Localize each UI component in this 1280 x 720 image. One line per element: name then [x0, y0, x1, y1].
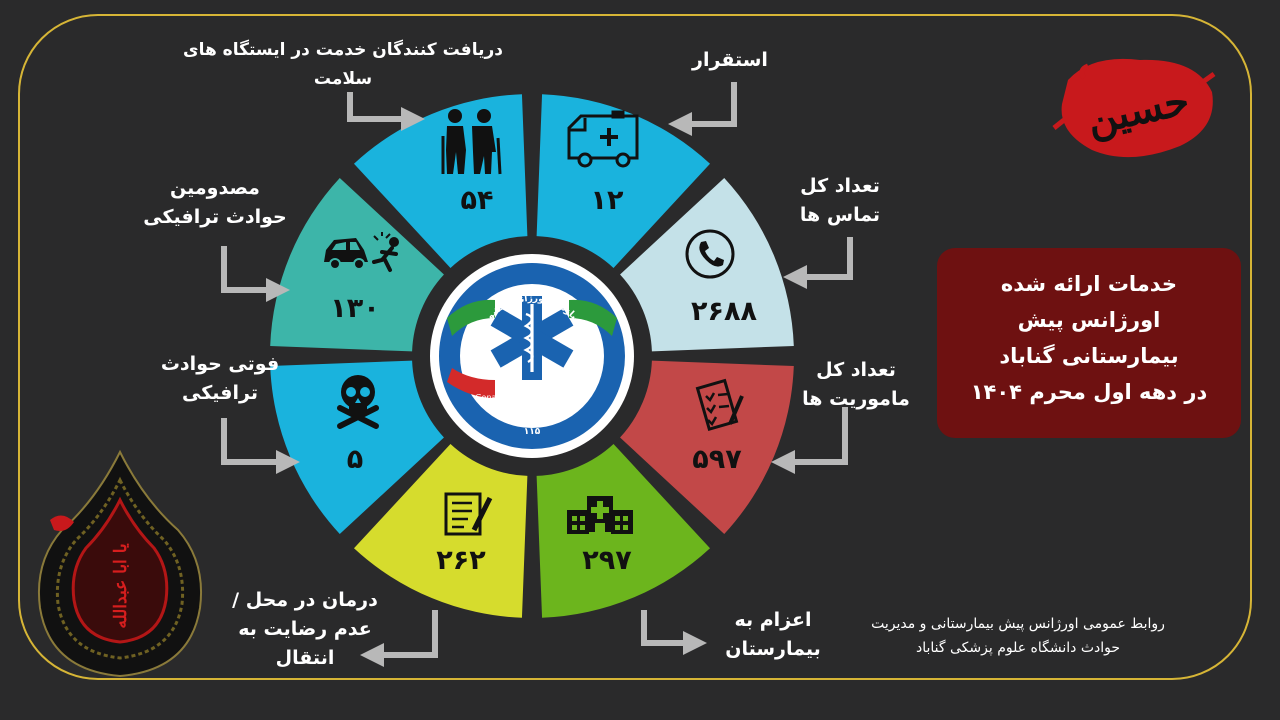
arrow-onsite: [360, 610, 438, 667]
wheel-segment-total-missions: [620, 360, 794, 535]
label-calls-line1: تعداد کل: [800, 175, 880, 197]
number-onsite-treatment: ۲۶۲: [436, 545, 486, 576]
label-hospital-line2: بیمارستان: [725, 638, 821, 660]
label-traffic-injured: مصدومین حوادث ترافیکی: [130, 174, 300, 232]
label-onsite-line3: انتقال: [275, 647, 335, 669]
arrows: [221, 82, 853, 667]
wheel-segment-traffic-deaths: [270, 360, 444, 535]
footer-line1: روابط عمومی اورژانس پیش بیمارستانی و مدی…: [871, 616, 1165, 632]
logo-green-stripe: [447, 299, 495, 336]
label-onsite-line1: درمان در محل /: [232, 589, 378, 611]
footer-credit: روابط عمومی اورژانس پیش بیمارستانی و مدی…: [848, 612, 1188, 660]
label-deaths-line1: فوتی حوادث: [160, 353, 280, 375]
arrow-injured: [221, 246, 290, 302]
label-stabilization-text: استقرار: [692, 49, 768, 71]
logo-red-stripe: [447, 368, 495, 398]
wheel-segment-stabilization: [536, 94, 711, 268]
wheel-segment-onsite-treatment: [353, 444, 528, 618]
label-traffic-deaths: فوتی حوادث ترافیکی: [140, 350, 300, 408]
arrow-stabilization: [668, 82, 737, 136]
number-total-missions: ۵۹۷: [692, 444, 742, 475]
number-health-stations: ۵۴: [460, 185, 494, 216]
hospital-icon: [567, 496, 633, 534]
arrow-health: [347, 92, 425, 131]
phone-icon: [685, 229, 735, 279]
logo-persian-text: اورژانس گناباد: [499, 410, 564, 422]
label-missions-line2: ماموریت ها: [802, 388, 910, 410]
label-total-missions: تعداد کل ماموریت ها: [786, 356, 926, 414]
info-box-line2: اورژانس پیش: [1017, 308, 1161, 332]
info-box-line3: بیمارستانی گناباد: [999, 344, 1179, 368]
label-hospital-line1: اعزام به: [734, 609, 812, 631]
arrow-hospital: [641, 610, 707, 655]
clipboard-checklist-icon: [695, 378, 744, 432]
label-deaths-line2: ترافیکی: [182, 382, 258, 404]
number-stabilization: ۱۲: [590, 185, 624, 216]
car-accident-icon: [324, 232, 399, 272]
label-health-stations: دریافت کنندگان خدمت در ایستگاه های سلامت: [168, 36, 518, 94]
label-health-line1: دریافت کنندگان خدمت در ایستگاه های: [183, 40, 503, 60]
wheel-segment-total-calls: [620, 177, 794, 352]
logo-green-stripe-right: [569, 299, 617, 336]
teardrop-emblem: یا ابا عبدالله: [37, 449, 203, 678]
star-of-life-icon: [490, 296, 574, 380]
arrow-deaths: [221, 418, 300, 474]
label-health-line2: سلامت: [313, 69, 373, 89]
hussain-emblem: حسین: [1052, 58, 1216, 158]
info-box-line1: خدمات ارائه شده: [1000, 272, 1178, 296]
label-onsite-line2: عدم رضایت به: [238, 618, 372, 640]
number-traffic-deaths: ۵: [346, 444, 364, 475]
logo-english-text: Gonabad Emergency Center: [475, 393, 589, 402]
skull-crossbones-icon: [337, 375, 379, 429]
label-stabilization: استقرار: [680, 46, 780, 75]
number-total-calls: ۲۶۸۸: [691, 296, 757, 327]
document-pen-icon: [444, 492, 493, 536]
arrow-missions: [771, 407, 848, 474]
arrow-calls: [783, 237, 853, 289]
number-hospital-transfer: ۲۹۷: [582, 545, 632, 576]
label-onsite-treatment: درمان در محل / عدم رضایت به انتقال: [220, 586, 390, 673]
label-missions-line1: تعداد کل: [816, 359, 896, 381]
label-injured-line2: حوادث ترافیکی: [143, 206, 287, 228]
page-frame: [18, 14, 1252, 680]
label-injured-line1: مصدومین: [170, 177, 260, 199]
info-box: خدمات ارائه شده اورژانس پیش بیمارستانی گ…: [937, 248, 1241, 438]
label-calls-line2: تماس ها: [799, 204, 881, 226]
label-total-calls: تعداد کل تماس ها: [780, 172, 900, 230]
info-box-line4: در دهه اول محرم ۱۴۰۴: [970, 380, 1208, 404]
number-traffic-injured: ۱۳۰: [330, 293, 380, 324]
label-hospital-transfer: اعزام به بیمارستان: [708, 606, 838, 664]
ambulance-icon: [567, 110, 639, 168]
teardrop-text: یا ابا عبدالله: [111, 543, 131, 628]
elderly-couple-icon: [441, 109, 502, 175]
footer-line2: حوادث دانشگاه علوم پزشکی گناباد: [915, 640, 1121, 656]
logo-code: ۱۱۵: [524, 427, 541, 437]
emergency-logo: سازمان اورژانس کشور Gonabad Emergency Ce…: [430, 254, 634, 458]
